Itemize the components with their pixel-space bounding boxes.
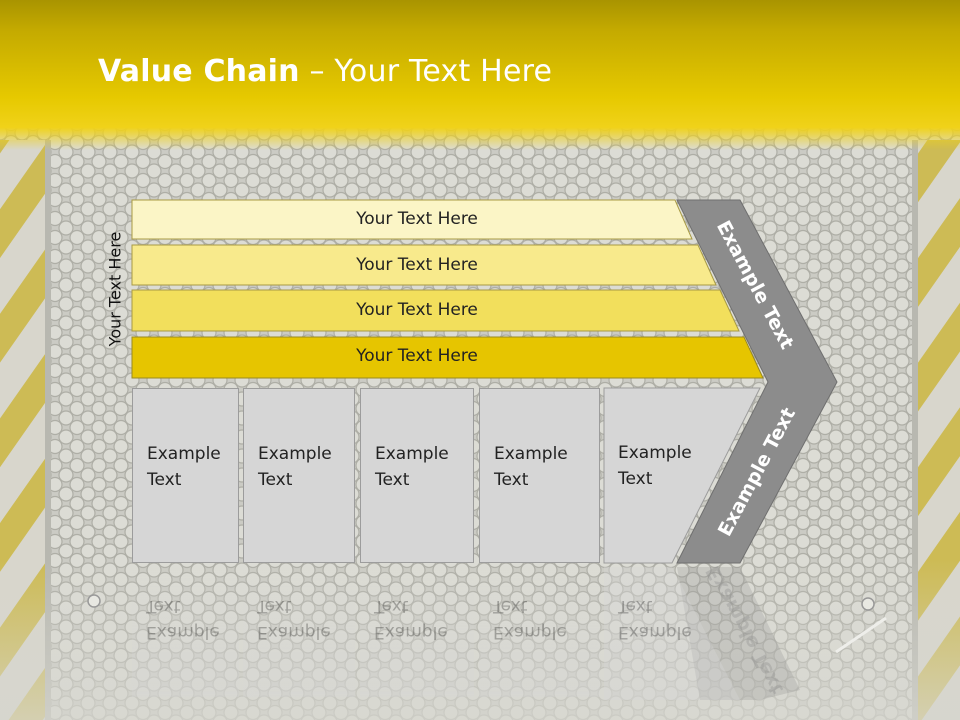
bar-4-label: Your Text Here bbox=[356, 346, 478, 366]
box-3-line2: Text bbox=[375, 470, 410, 490]
box-5-reflection bbox=[604, 567, 740, 700]
box-4-reflection: Example Text bbox=[479, 567, 600, 697]
box-2-reflection: Example Text bbox=[243, 567, 355, 697]
box-3-reflection-line1: Example bbox=[374, 622, 448, 642]
box-3-line1: Example bbox=[375, 444, 449, 464]
box-2-line1: Example bbox=[258, 444, 332, 464]
box-5-reflection-line2: Text bbox=[618, 596, 653, 616]
chevron-reflection bbox=[677, 567, 800, 700]
box-1-reflection-line1: Example bbox=[146, 622, 220, 642]
box-3-reflection-line2: Text bbox=[374, 596, 409, 616]
box-3-reflection: Example Text bbox=[360, 567, 474, 697]
chevron-shape bbox=[676, 199, 838, 564]
box-1-line1: Example bbox=[147, 444, 221, 464]
box-1-reflection: Example Text bbox=[132, 567, 239, 697]
title-rest: – Your Text Here bbox=[299, 54, 553, 89]
box-4-line1: Example bbox=[494, 444, 568, 464]
slide-title: Value Chain – Your Text Here bbox=[98, 54, 552, 89]
box-5-reflection-line1: Example bbox=[618, 622, 692, 642]
box-5-shape bbox=[603, 387, 761, 564]
header-band bbox=[0, 0, 960, 150]
bar-3-shape bbox=[131, 289, 740, 332]
box-2-line2: Text bbox=[258, 470, 293, 490]
box-2-reflection-line1: Example bbox=[257, 622, 331, 642]
bar-1-label: Your Text Here bbox=[356, 209, 478, 229]
box-4-reflection-line2: Text bbox=[493, 596, 528, 616]
box-5-line1: Example bbox=[618, 443, 692, 463]
box-1-reflection-line2: Text bbox=[146, 596, 181, 616]
box-4-line2: Text bbox=[494, 470, 529, 490]
box-5-line2: Text bbox=[618, 469, 653, 489]
box-4-reflection-line1: Example bbox=[493, 622, 567, 642]
box-5-text-reflection: Example Text bbox=[604, 567, 704, 697]
bar-2-shape bbox=[131, 244, 717, 286]
bar-3-label: Your Text Here bbox=[356, 300, 478, 320]
box-2-reflection-line2: Text bbox=[257, 596, 292, 616]
box-1-line2: Text bbox=[147, 470, 182, 490]
title-bold: Value Chain bbox=[98, 54, 300, 89]
side-label: Your Text Here bbox=[105, 231, 125, 347]
bar-4-shape bbox=[131, 336, 764, 379]
bar-2-label: Your Text Here bbox=[356, 255, 478, 275]
bar-1-shape bbox=[131, 199, 693, 240]
